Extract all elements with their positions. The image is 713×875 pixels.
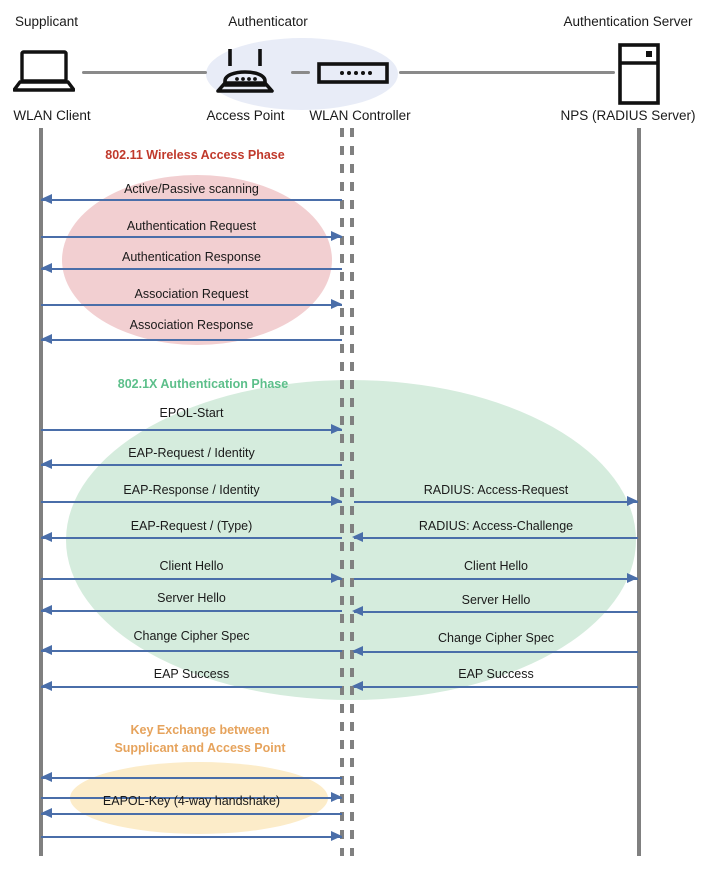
message-label: Authentication Request [126,219,257,233]
message-line [41,339,342,341]
message-label: Change Cipher Spec [437,631,555,645]
server-icon [618,43,660,110]
arrowhead-right-icon [331,792,342,802]
message-label: EAP-Request / (Type) [130,519,253,533]
device-label-access-point: Access Point [206,108,285,123]
message-line [41,199,342,201]
role-title-authenticator: Authenticator [228,14,308,29]
arrowhead-left-icon [41,681,52,691]
arrowhead-left-icon [352,606,363,616]
message-line [354,578,638,580]
message-line [41,236,342,238]
message-line [41,537,342,539]
arrowhead-right-icon [331,231,342,241]
phase-caption-key: Key Exchange between Supplicant and Acce… [114,723,286,755]
arrowhead-right-icon [627,496,638,506]
lifeline-wlan-controller [350,128,354,856]
lifeline-supplicant [39,128,43,856]
message-label: Association Response [129,318,254,332]
message-line [41,813,342,815]
arrowhead-left-icon [41,605,52,615]
arrowhead-left-icon [352,681,363,691]
arrowhead-right-icon [331,299,342,309]
lifeline-auth-server [637,128,641,856]
phase-caption-8021x: 802.1X Authentication Phase [117,377,289,391]
arrowhead-right-icon [627,573,638,583]
message-label: EAP-Request / Identity [128,446,255,460]
arrowhead-right-icon [331,496,342,506]
arrowhead-left-icon [41,194,52,204]
phase-caption-80211: 802.11 Wireless Access Phase [105,148,285,162]
arrowhead-right-icon [331,424,342,434]
message-label: EPOL-Start [159,406,224,420]
message-label: Server Hello [461,593,531,607]
message-label: Authentication Response [122,250,261,264]
arrowhead-left-icon [41,459,52,469]
message-line [354,686,638,688]
message-label: EAP Success [153,667,230,681]
device-label-wlan-client: WLAN Client [13,108,91,123]
lifeline-access-point [340,128,344,856]
message-line [41,777,342,779]
message-line [354,501,638,503]
wlan-controller-icon [317,62,389,89]
message-line [354,611,638,613]
message-label: EAP-Response / Identity [123,483,260,497]
arrowhead-left-icon [41,263,52,273]
message-label: RADIUS: Access-Request [423,483,569,497]
message-line [41,610,342,612]
arrowhead-left-icon [41,808,52,818]
message-line [41,429,342,431]
message-label: Client Hello [464,559,528,573]
message-line [41,304,342,306]
phase-ellipse-80211 [62,175,332,345]
link-controller-to-server [399,71,615,74]
message-label: Association Request [134,287,249,301]
message-line [41,268,342,270]
link-client-to-ap [82,71,207,74]
arrowhead-right-icon [331,573,342,583]
message-line [41,797,342,799]
laptop-icon [12,50,76,97]
link-ap-to-controller [291,71,310,74]
arrowhead-left-icon [352,532,363,542]
device-label-wlan-controller: WLAN Controller [309,108,411,123]
message-line [354,537,638,539]
message-line [41,501,342,503]
message-line [41,464,342,466]
message-line [41,650,342,652]
arrowhead-right-icon [331,831,342,841]
arrowhead-left-icon [41,334,52,344]
message-label: Change Cipher Spec [133,629,250,643]
message-label: RADIUS: Access-Challenge [418,519,574,533]
message-label: Active/Passive scanning [124,182,259,196]
message-line [41,686,342,688]
message-line [354,651,638,653]
message-label: EAP Success [458,667,534,681]
device-label-nps-radius: NPS (RADIUS Server) [560,108,696,123]
message-label: Client Hello [159,559,224,573]
role-title-supplicant: Supplicant [14,14,79,29]
arrowhead-left-icon [41,772,52,782]
arrowhead-left-icon [41,645,52,655]
arrowhead-left-icon [352,646,363,656]
message-label: Server Hello [157,591,226,605]
message-line [41,578,342,580]
message-line [41,836,342,838]
message-label: EAPOL-Key (4-way handshake) [102,794,281,808]
access-point-icon [216,47,274,100]
arrowhead-left-icon [41,532,52,542]
role-title-auth-server: Authentication Server [563,14,693,29]
